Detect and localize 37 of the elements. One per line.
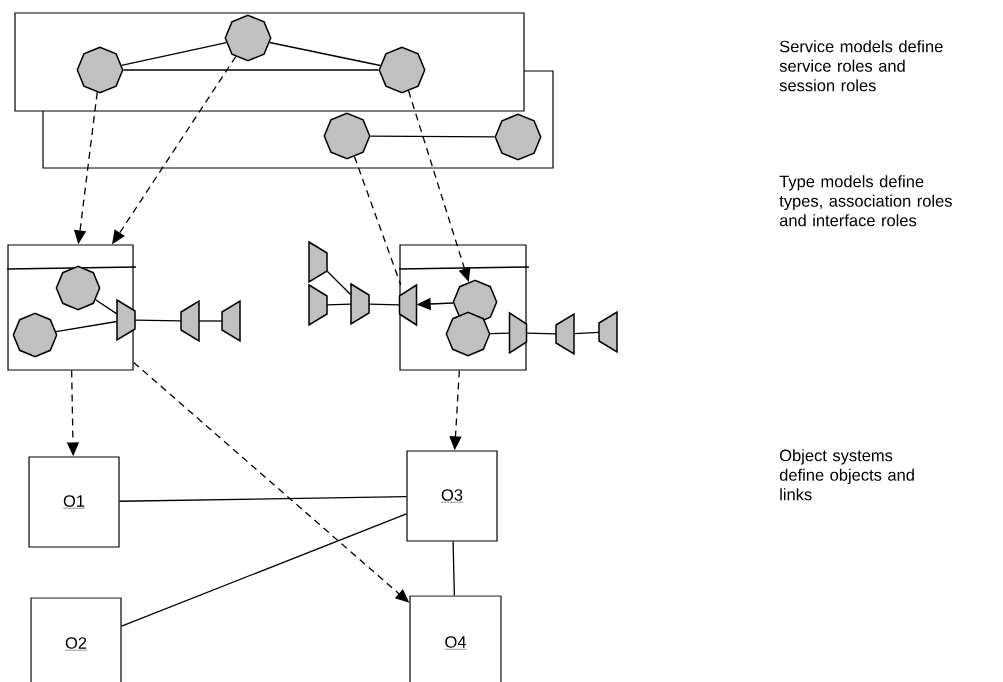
trapezoid bbox=[598, 310, 618, 354]
object-box: O2 bbox=[30, 597, 122, 682]
octagon bbox=[378, 46, 426, 94]
connector-line bbox=[120, 513, 408, 627]
connector-line bbox=[368, 303, 400, 306]
connector-line bbox=[526, 332, 557, 335]
description-text: Object systems define objects and links bbox=[779, 449, 914, 501]
connector-line bbox=[118, 496, 408, 502]
octagon bbox=[55, 265, 101, 311]
connector-line bbox=[269, 41, 381, 67]
trapezoid bbox=[221, 299, 241, 343]
octagon bbox=[76, 46, 124, 94]
description-text: Type models define types, association roles and interface roles bbox=[779, 175, 952, 227]
octagon bbox=[494, 113, 542, 161]
object-box: O1 bbox=[28, 456, 120, 548]
connector-line bbox=[326, 270, 352, 296]
connector-line bbox=[198, 320, 223, 322]
connector-line bbox=[94, 299, 118, 315]
octagon bbox=[323, 112, 371, 160]
connector-line bbox=[489, 332, 510, 335]
trapezoid bbox=[555, 312, 575, 356]
trapezoid bbox=[180, 299, 200, 343]
connector-line bbox=[369, 135, 496, 138]
octagon bbox=[224, 14, 272, 62]
connector-line bbox=[122, 69, 380, 71]
object-box: O4 bbox=[409, 595, 502, 682]
connector-line bbox=[120, 42, 228, 66]
octagon bbox=[12, 312, 58, 358]
description-text: Service models define service roles and session roles bbox=[779, 40, 943, 92]
connector-line bbox=[326, 303, 352, 306]
connector-line bbox=[452, 540, 456, 597]
connector-line bbox=[134, 319, 182, 322]
object-box: O3 bbox=[406, 450, 498, 542]
trapezoid bbox=[398, 283, 418, 327]
octagon bbox=[445, 311, 491, 357]
connector-line bbox=[573, 331, 600, 335]
connector-line bbox=[55, 320, 118, 333]
